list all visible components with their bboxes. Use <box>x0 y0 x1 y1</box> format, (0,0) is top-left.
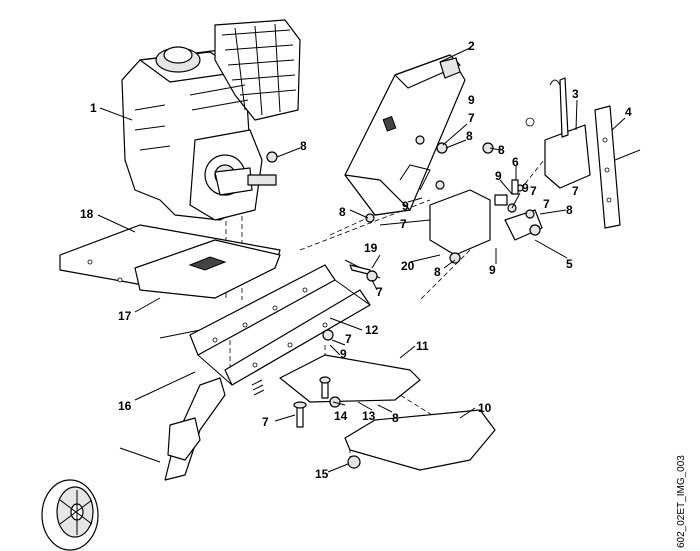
callout-8: 8 <box>300 139 307 153</box>
callout-8: 8 <box>498 143 505 157</box>
callout-20: 20 <box>401 259 415 273</box>
callout-7: 7 <box>376 285 383 299</box>
callout-9: 9 <box>340 347 347 361</box>
callout-9: 9 <box>495 169 502 183</box>
callout-10: 10 <box>478 401 492 415</box>
callout-7: 7 <box>345 332 352 346</box>
bracket-assembly <box>525 77 641 229</box>
callout-9: 9 <box>489 263 496 277</box>
callout-9: 9 <box>468 93 475 107</box>
callout-16: 16 <box>118 399 132 413</box>
callout-7: 7 <box>400 217 407 231</box>
callout-labels: 1 2 3 4 5 6 7 7 7 7 7 7 7 7 8 8 8 8 8 8 … <box>80 39 632 481</box>
callout-7: 7 <box>572 184 579 198</box>
callout-13: 13 <box>362 409 376 423</box>
callout-19: 19 <box>364 241 378 255</box>
callout-3: 3 <box>572 87 579 101</box>
depth-wheel-assembly <box>41 377 226 551</box>
leader-lines <box>97 47 626 473</box>
callout-7: 7 <box>543 197 550 211</box>
callout-18: 18 <box>80 207 94 221</box>
callout-5: 5 <box>566 257 573 271</box>
callout-9: 9 <box>522 181 529 195</box>
callout-6: 6 <box>512 155 519 169</box>
callout-8: 8 <box>339 205 346 219</box>
callout-17: 17 <box>118 309 132 323</box>
image-reference-code: 602_02ET_IMG_003 <box>676 455 687 548</box>
callout-14: 14 <box>334 409 348 423</box>
skid-plate-left <box>59 224 281 299</box>
callout-15: 15 <box>315 467 329 481</box>
clamp-bracket <box>429 184 543 264</box>
callout-9: 9 <box>402 199 409 213</box>
callout-11: 11 <box>416 339 429 353</box>
callout-12: 12 <box>365 323 379 337</box>
callout-8: 8 <box>566 203 573 217</box>
callout-4: 4 <box>625 105 632 119</box>
frame-rails <box>159 259 381 386</box>
callout-7: 7 <box>262 415 269 429</box>
rear-plates <box>279 354 496 471</box>
callout-8: 8 <box>434 265 441 279</box>
engine <box>121 19 301 221</box>
callout-2: 2 <box>468 39 475 53</box>
cover-shroud <box>344 54 466 216</box>
callout-1: 1 <box>90 101 97 115</box>
callout-7: 7 <box>468 111 475 125</box>
callout-8: 8 <box>466 129 473 143</box>
hardware-items <box>251 135 535 469</box>
callout-7: 7 <box>530 184 537 198</box>
callout-8: 8 <box>392 411 399 425</box>
